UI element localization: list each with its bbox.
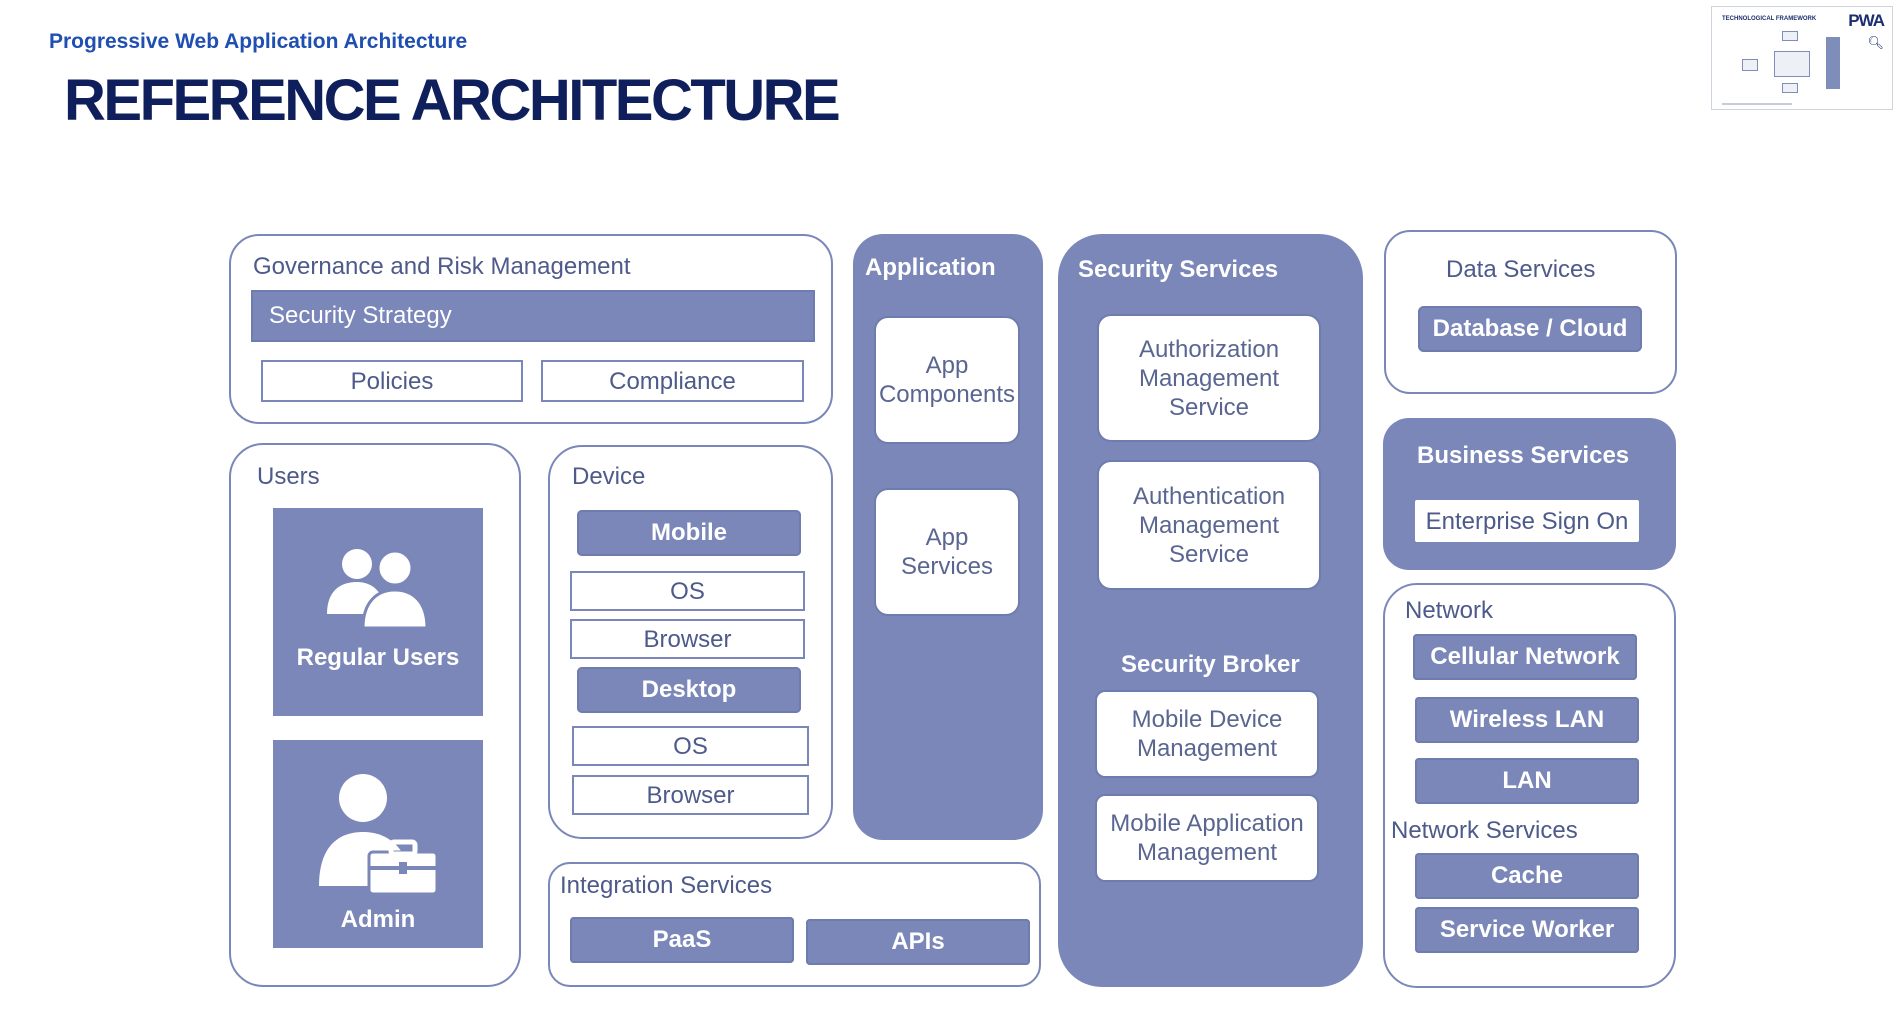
security-services-label: Security Services: [1078, 256, 1279, 283]
data-services-panel: Data Services Database / Cloud: [1384, 230, 1677, 394]
network-panel: Network Cellular Network Wireless LAN LA…: [1383, 583, 1676, 988]
governance-panel: Governance and Risk Management Security …: [229, 234, 833, 424]
app-services-line2: Services: [900, 553, 994, 580]
mobile-os-box[interactable]: OS: [570, 571, 805, 611]
regular-users-tile[interactable]: Regular Users: [273, 508, 483, 716]
wireless-lan-box[interactable]: Wireless LAN: [1415, 697, 1639, 743]
authorization-card[interactable]: Authorization Management Service: [1097, 314, 1321, 442]
security-services-panel: Security Services Authorization Manageme…: [1058, 234, 1363, 987]
compliance-box[interactable]: Compliance: [541, 360, 804, 402]
thumbnail-top-box: [1782, 31, 1798, 41]
zoom-icon[interactable]: 🔍︎: [1867, 35, 1884, 50]
desktop-box[interactable]: Desktop: [577, 667, 801, 713]
network-services-label: Network Services: [1391, 817, 1578, 844]
app-components-card[interactable]: App Components: [874, 316, 1020, 444]
application-panel: Application App Components App Services: [853, 234, 1043, 840]
data-services-label: Data Services: [1446, 256, 1596, 283]
integration-panel: Integration Services PaaS APIs: [548, 862, 1041, 987]
app-services-line1: App: [925, 524, 969, 551]
thumbnail-logo: PWA: [1848, 11, 1885, 30]
thumbnail-heading: TECHNOLOGICAL FRAMEWORK: [1722, 16, 1817, 22]
mobile-application-management-card[interactable]: Mobile Application Management: [1095, 794, 1319, 882]
admin-toolbox-icon: [319, 774, 439, 896]
security-strategy-bar[interactable]: Security Strategy: [251, 290, 815, 342]
thumbnail-center-box: [1774, 51, 1810, 77]
authentication-line2: Management: [1138, 511, 1280, 539]
business-services-panel: Business Services Enterprise Sign On: [1383, 418, 1676, 570]
app-components-line2: Components: [878, 381, 1016, 408]
mobile-device-management-card[interactable]: Mobile Device Management: [1095, 690, 1319, 778]
enterprise-sign-on-box[interactable]: Enterprise Sign On: [1413, 498, 1641, 544]
authorization-line2: Management: [1138, 364, 1280, 392]
mobile-browser-box[interactable]: Browser: [570, 619, 805, 659]
authorization-line1: Authorization: [1138, 335, 1280, 363]
desktop-browser-box[interactable]: Browser: [572, 775, 809, 815]
app-components-line1: App: [925, 352, 969, 379]
slide-thumbnail[interactable]: TECHNOLOGICAL FRAMEWORK PWA 🔍︎: [1711, 6, 1893, 110]
mam-line1: Mobile Application: [1110, 810, 1304, 837]
desktop-os-box[interactable]: OS: [572, 726, 809, 766]
regular-users-label: Regular Users: [296, 644, 460, 671]
app-services-card[interactable]: App Services: [874, 488, 1020, 616]
admin-label: Admin: [340, 906, 416, 933]
page-title: REFERENCE ARCHITECTURE: [64, 68, 841, 133]
apis-box[interactable]: APIs: [806, 919, 1030, 965]
mdm-line2: Management: [1136, 735, 1278, 762]
database-cloud-box[interactable]: Database / Cloud: [1418, 306, 1642, 352]
thumbnail-footer: [1722, 103, 1792, 105]
paas-box[interactable]: PaaS: [570, 917, 794, 963]
mobile-box[interactable]: Mobile: [577, 510, 801, 556]
business-services-label: Business Services: [1417, 442, 1630, 469]
policies-box[interactable]: Policies: [261, 360, 523, 402]
lan-box[interactable]: LAN: [1415, 758, 1639, 804]
device-label: Device: [572, 463, 646, 490]
mam-line2: Management: [1136, 839, 1278, 866]
thumbnail-left-box: [1742, 59, 1758, 71]
page-subtitle: Progressive Web Application Architecture: [49, 30, 468, 53]
device-panel: Device Mobile OS Browser Desktop OS Brow…: [548, 445, 833, 839]
mdm-line1: Mobile Device: [1131, 706, 1283, 733]
governance-label: Governance and Risk Management: [253, 253, 631, 280]
authentication-card[interactable]: Authentication Management Service: [1097, 460, 1321, 590]
authorization-line3: Service: [1168, 393, 1250, 421]
users-label: Users: [257, 463, 320, 490]
security-broker-label: Security Broker: [1121, 651, 1300, 678]
network-label: Network: [1405, 597, 1494, 624]
application-label: Application: [865, 254, 996, 281]
admin-tile[interactable]: Admin: [273, 740, 483, 948]
cellular-network-box[interactable]: Cellular Network: [1413, 634, 1637, 680]
thumbnail-right-column: [1826, 37, 1840, 89]
users-group-icon: [327, 549, 429, 630]
integration-label: Integration Services: [560, 872, 773, 899]
authentication-line3: Service: [1168, 540, 1250, 568]
service-worker-box[interactable]: Service Worker: [1415, 907, 1639, 953]
authentication-line1: Authentication: [1132, 482, 1286, 510]
users-panel: Users Regular Users Admin: [229, 443, 521, 987]
cache-box[interactable]: Cache: [1415, 853, 1639, 899]
thumbnail-bottom-box: [1782, 83, 1798, 93]
